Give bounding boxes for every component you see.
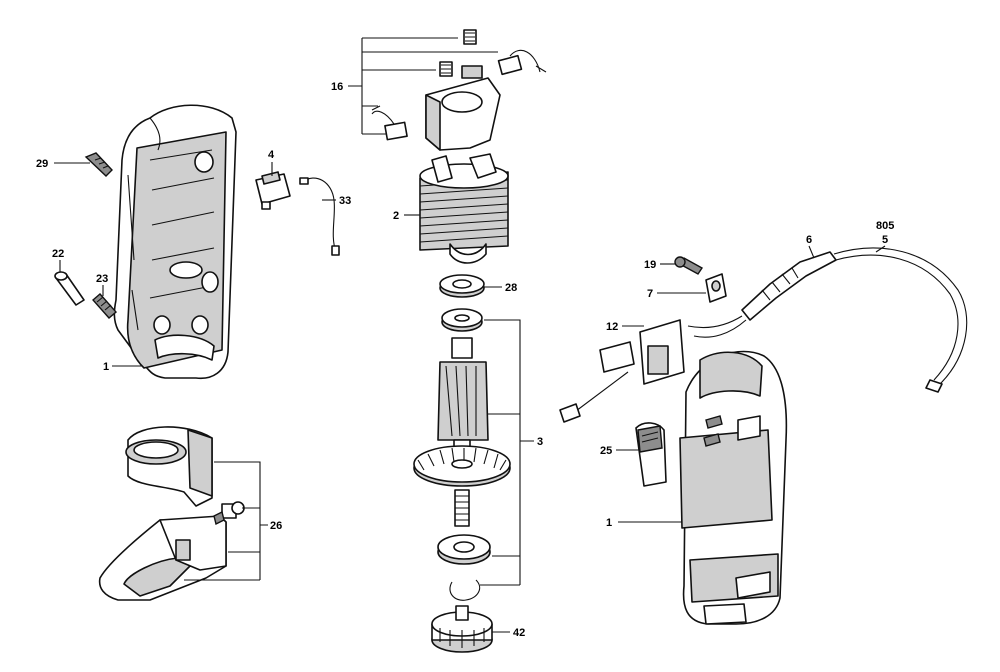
callout-16: 16 [331,81,343,93]
brush-holder-assembly-16 [371,29,547,151]
callout-25: 25 [600,445,612,457]
callout-6: 6 [806,234,812,246]
callout-1-left: 1 [103,361,109,373]
screw-19 [674,256,704,275]
power-cord [687,247,968,393]
left-housing-half [113,104,237,380]
callout-33: 33 [339,195,351,207]
cable-clamp-7 [705,273,727,303]
field-coil-2 [419,153,509,264]
callout-22: 22 [52,248,64,260]
callout-1-right: 1 [606,517,612,529]
attachment-26 [98,426,245,601]
callout-5: 5 [882,234,888,246]
leader-lines [54,37,886,633]
switch-4 [255,171,291,210]
callout-7: 7 [647,288,653,300]
switch-12 [559,319,685,423]
callout-805: 805 [876,220,894,232]
armature-3 [413,308,511,601]
callout-2: 2 [393,210,399,222]
lock-button-25 [635,422,667,487]
callout-3: 3 [537,436,543,448]
callout-12: 12 [606,321,618,333]
pin-22 [54,271,85,306]
assembled-tool-body [679,350,788,625]
screw-29 [84,152,113,177]
callout-23: 23 [96,273,108,285]
callout-28: 28 [505,282,517,294]
callout-26: 26 [270,520,282,532]
wire-33 [299,177,340,256]
callout-42: 42 [513,627,525,639]
callout-19: 19 [644,259,656,271]
collet-nut-42 [431,605,493,653]
callout-29: 29 [36,158,48,170]
bearing-28 [439,274,485,298]
callout-4: 4 [268,149,275,161]
spring-23 [92,293,117,319]
